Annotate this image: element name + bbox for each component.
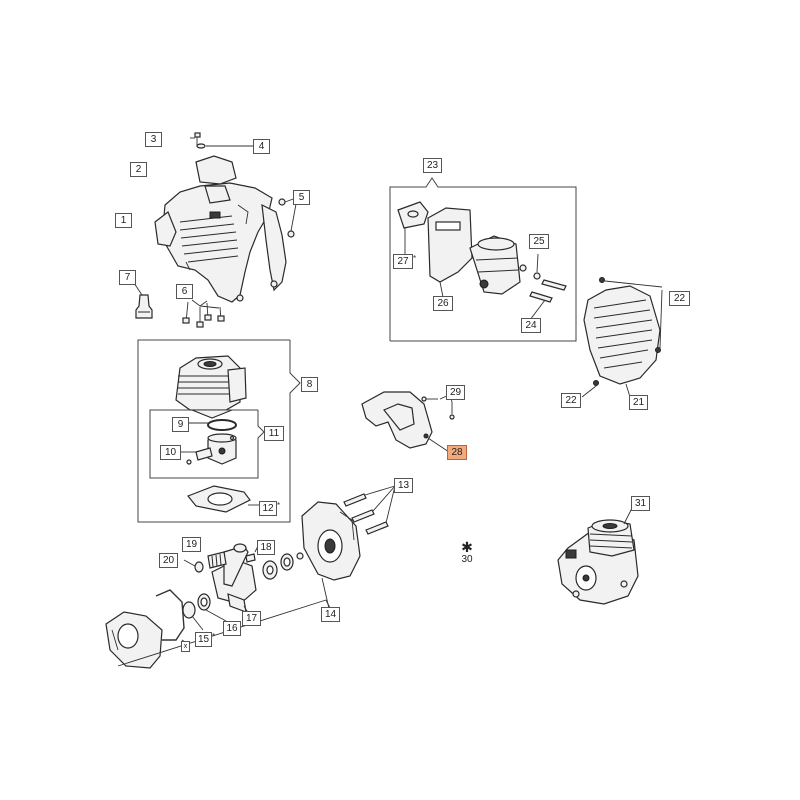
callout-5: 5	[293, 190, 310, 205]
callout-7: 7	[119, 270, 136, 285]
part-bolts-24	[529, 279, 567, 321]
part-seal-16	[197, 593, 227, 622]
callout-15-star: *	[212, 632, 216, 641]
callout-23: 23	[423, 158, 442, 173]
part-crankcase-right	[301, 501, 361, 614]
callout-22-top: 22	[669, 291, 690, 306]
callout-14: 14	[321, 607, 340, 622]
part-washer-20	[183, 559, 204, 573]
part-washer-4	[196, 143, 253, 149]
part-gasket-12	[187, 485, 260, 513]
callout-17: 17	[242, 611, 261, 626]
callout-24: 24	[521, 318, 541, 333]
callout-1: 1	[115, 213, 132, 228]
part-screws-6	[182, 299, 225, 328]
callout-4: 4	[253, 139, 270, 154]
callout-30: 30	[461, 554, 473, 565]
callout-15: 15	[195, 632, 212, 647]
part-bolts-13	[343, 485, 396, 535]
part-engine-assembly-31	[557, 507, 639, 605]
part-muffler-cover-21	[581, 277, 663, 398]
part-deflector-28	[361, 391, 450, 453]
callout-3: 3	[145, 132, 162, 147]
part-seal-15	[182, 601, 204, 631]
callout-30-star: ✱	[461, 539, 473, 555]
part-muffler-gasket-27	[397, 201, 429, 254]
part-crankcase-left	[105, 599, 327, 669]
callout-18: 18	[257, 540, 275, 555]
part-washers-25	[519, 253, 541, 280]
part-cylinder	[175, 355, 247, 419]
group-box-23	[389, 177, 577, 342]
part-screws-5	[278, 197, 297, 238]
part-engine-cover	[154, 155, 287, 303]
callout-10: 10	[160, 445, 181, 460]
callout-16: 16	[223, 621, 241, 636]
callout-29: 29	[446, 385, 465, 400]
callout-31: 31	[631, 496, 650, 511]
callout-27-star: *	[413, 254, 417, 263]
callout-19: 19	[182, 537, 201, 552]
callout-x: x	[181, 641, 190, 652]
callout-2: 2	[130, 162, 147, 177]
callout-6: 6	[176, 284, 193, 299]
part-needle-bearing-19	[207, 551, 227, 569]
callout-20: 20	[159, 553, 178, 568]
callout-25: 25	[529, 234, 549, 249]
part-muffler	[469, 235, 521, 295]
callout-13: 13	[394, 478, 413, 493]
part-bearings	[262, 552, 304, 580]
callout-12: 12	[259, 501, 277, 516]
leader-lines-14	[325, 599, 331, 609]
callout-9: 9	[172, 417, 189, 432]
callout-28-highlighted[interactable]: 28	[447, 445, 467, 460]
group-box-11	[149, 409, 265, 479]
callout-22-bottom: 22	[561, 393, 581, 408]
callout-12-star: *	[277, 501, 281, 510]
callout-11: 11	[264, 426, 284, 441]
group-box-8	[137, 339, 301, 523]
callout-26: 26	[433, 296, 453, 311]
callout-8: 8	[301, 377, 318, 392]
callout-21: 21	[629, 395, 648, 410]
callout-27: 27	[393, 254, 413, 269]
part-spark-plug-7	[133, 282, 153, 319]
part-heat-shield-26	[427, 207, 473, 298]
